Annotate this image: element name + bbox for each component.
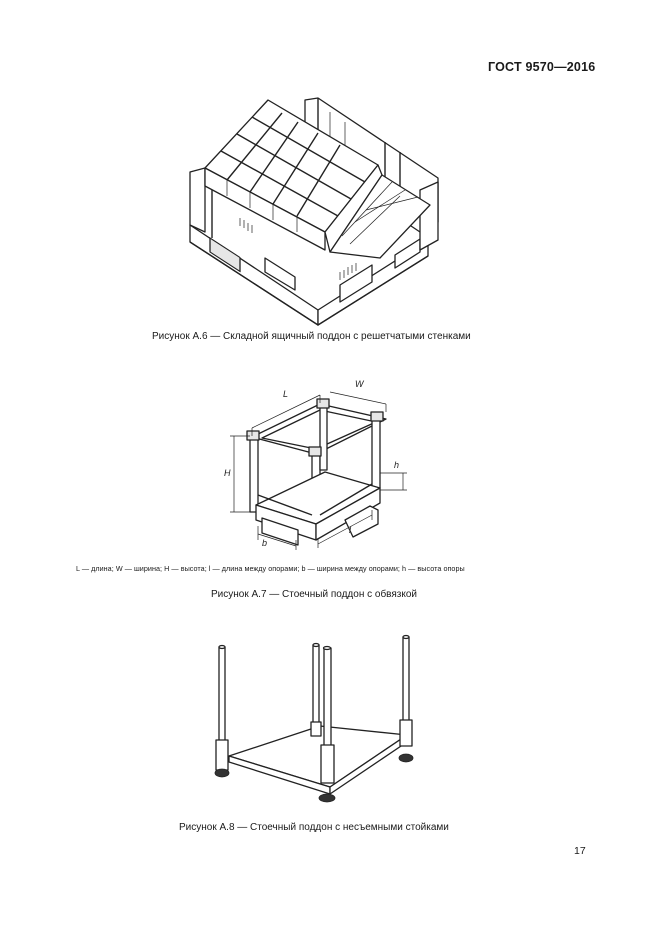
a8-posts [214, 634, 414, 803]
dim-label-W: W [355, 379, 365, 389]
figure-a6-caption: Рисунок А.6 — Складной ящичный поддон с … [152, 331, 471, 342]
figure-a7-caption: Рисунок А.7 — Стоечный поддон с обвязкой [211, 589, 418, 600]
dim-label-L: L [283, 389, 288, 399]
a6-folded-lattice-wall [204, 99, 383, 253]
a6-front-lattice-panel [329, 174, 431, 259]
standard-header: ГОСТ 9570—2016 [488, 60, 596, 74]
dim-label-b: b [262, 538, 267, 548]
a7-frame [246, 398, 387, 546]
a7-dimension-lines [230, 391, 407, 550]
dim-label-h: h [394, 460, 399, 470]
figure-a8-caption: Рисунок А.8 — Стоечный поддон с несъемны… [179, 822, 449, 833]
a6-gill-ridges [239, 218, 357, 280]
dim-label-H: H [224, 468, 231, 478]
figure-a7-legend: L — длина; W — ширина; H — высота; l — д… [76, 564, 465, 573]
page-number: 17 [574, 845, 586, 857]
a6-pallet-base [189, 224, 429, 326]
dim-label-l: l [349, 525, 352, 535]
